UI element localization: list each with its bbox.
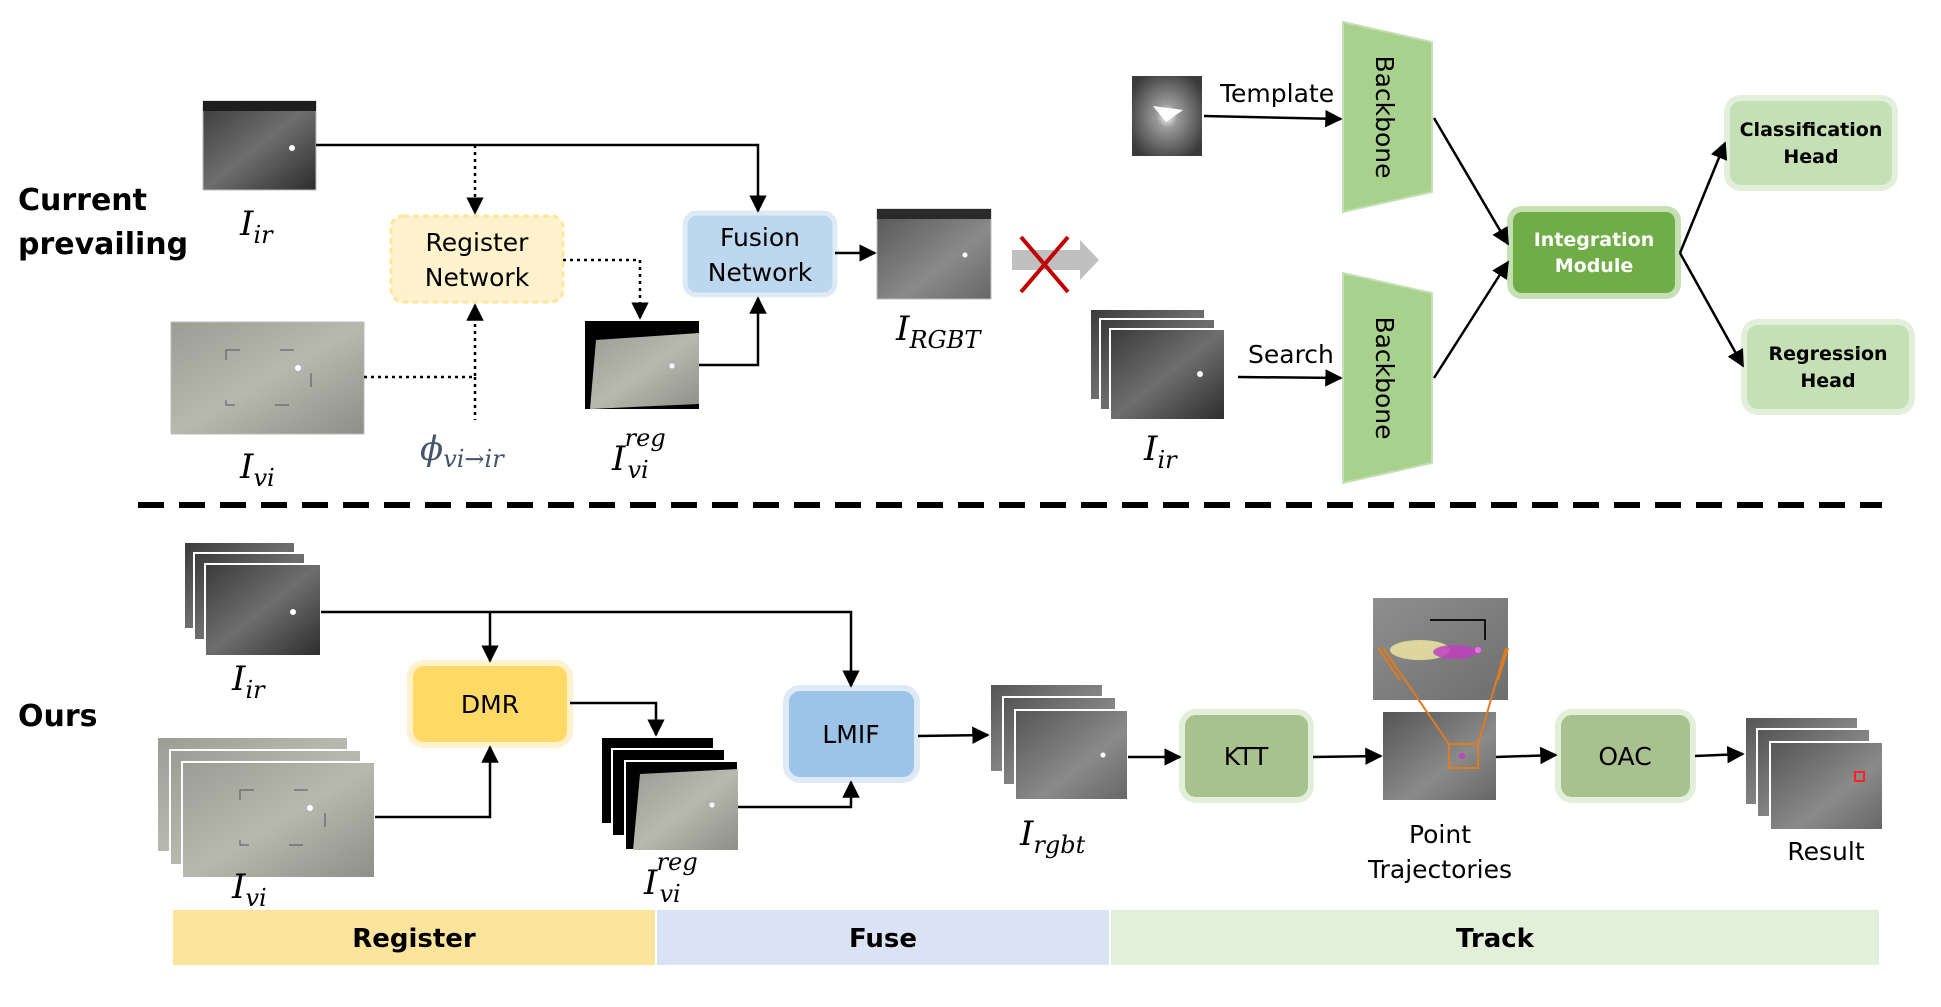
fusion-network-label: Fusion — [720, 223, 800, 252]
math-i-vi-bottom: Ivi — [231, 867, 267, 912]
backbone-top — [1342, 20, 1433, 214]
ktt-label: KTT — [1224, 742, 1269, 771]
lmif-box — [783, 685, 920, 783]
ktt-box — [1179, 709, 1314, 803]
math-i-vi-top: Ivi — [239, 447, 275, 492]
rgbt-stack-bottom — [989, 683, 1129, 801]
integration-module-label-2: Module — [1555, 255, 1634, 277]
math-i-ir-right: Iir — [1143, 429, 1178, 474]
bottom-connections — [321, 610, 1745, 819]
register-network-label-2: Network — [425, 263, 530, 292]
section-label-current: Current — [18, 183, 147, 218]
classification-head-box — [1724, 95, 1898, 191]
tracker-connections — [1203, 109, 1745, 387]
vi-reg-image-top — [585, 321, 699, 409]
template-image — [1132, 76, 1202, 156]
vi-reg-stack-bottom — [600, 736, 739, 851]
regression-head-label: Regression — [1768, 343, 1887, 365]
point-trajectories-label-2: Trajectories — [1367, 855, 1512, 884]
math-i-rgbt-bottom: Irgbt — [1019, 814, 1086, 859]
regression-head-label-2: Head — [1800, 370, 1855, 392]
point-trajectory-frame — [1382, 647, 1507, 800]
stage-fuse-label: Fuse — [849, 924, 917, 954]
vi-stack-bottom — [156, 736, 376, 879]
blocked-arrow — [1012, 235, 1099, 294]
classification-head-label: Classification — [1740, 119, 1883, 141]
math-i-rgbt-top: IRGBT — [895, 309, 982, 354]
regression-head-box — [1741, 319, 1915, 415]
lmif-label: LMIF — [822, 720, 879, 749]
template-label: Template — [1219, 79, 1334, 108]
rgbt-image-top — [876, 208, 992, 300]
trajectory-zoom-image — [1373, 598, 1509, 700]
result-stack — [1744, 716, 1884, 831]
stage-register-label: Register — [352, 924, 476, 954]
vi-image-top — [170, 321, 365, 435]
stage-fuse — [657, 910, 1109, 965]
stage-track — [1111, 910, 1879, 965]
stage-bar: Register Fuse Track — [173, 910, 1879, 965]
search-images — [1089, 308, 1226, 421]
fusion-network-label-2: Network — [708, 258, 813, 287]
stage-register — [173, 910, 655, 965]
math-i-vi-reg-top: Ivireg — [611, 424, 666, 484]
math-phi: ϕvi→ir — [420, 429, 505, 473]
section-label-prevailing: prevailing — [18, 227, 188, 262]
math-i-ir-bottom: Iir — [231, 659, 266, 704]
oac-label: OAC — [1598, 742, 1651, 771]
math-i-vi-reg-bottom: Ivireg — [643, 848, 698, 908]
result-label: Result — [1787, 837, 1864, 866]
ir-stack-bottom — [183, 541, 322, 657]
register-network-label: Register — [426, 228, 530, 257]
dmr-label: DMR — [461, 690, 519, 719]
ir-image-top — [202, 100, 317, 191]
top-connections — [316, 143, 877, 420]
classification-head-label-2: Head — [1783, 146, 1838, 168]
backbone-bottom-label: Backbone — [1370, 316, 1399, 439]
section-label-ours: Ours — [18, 699, 98, 734]
oac-box — [1555, 709, 1696, 803]
math-i-ir-top: Iir — [239, 204, 274, 249]
integration-module-box — [1507, 206, 1681, 299]
backbone-bottom — [1342, 271, 1433, 485]
register-network-box — [389, 214, 565, 304]
backbone-top-label: Backbone — [1370, 55, 1399, 178]
stage-track-label: Track — [1456, 924, 1535, 954]
integration-module-label: Integration — [1534, 229, 1655, 251]
point-trajectories-label: Point — [1409, 820, 1471, 849]
search-label: Search — [1248, 340, 1334, 369]
